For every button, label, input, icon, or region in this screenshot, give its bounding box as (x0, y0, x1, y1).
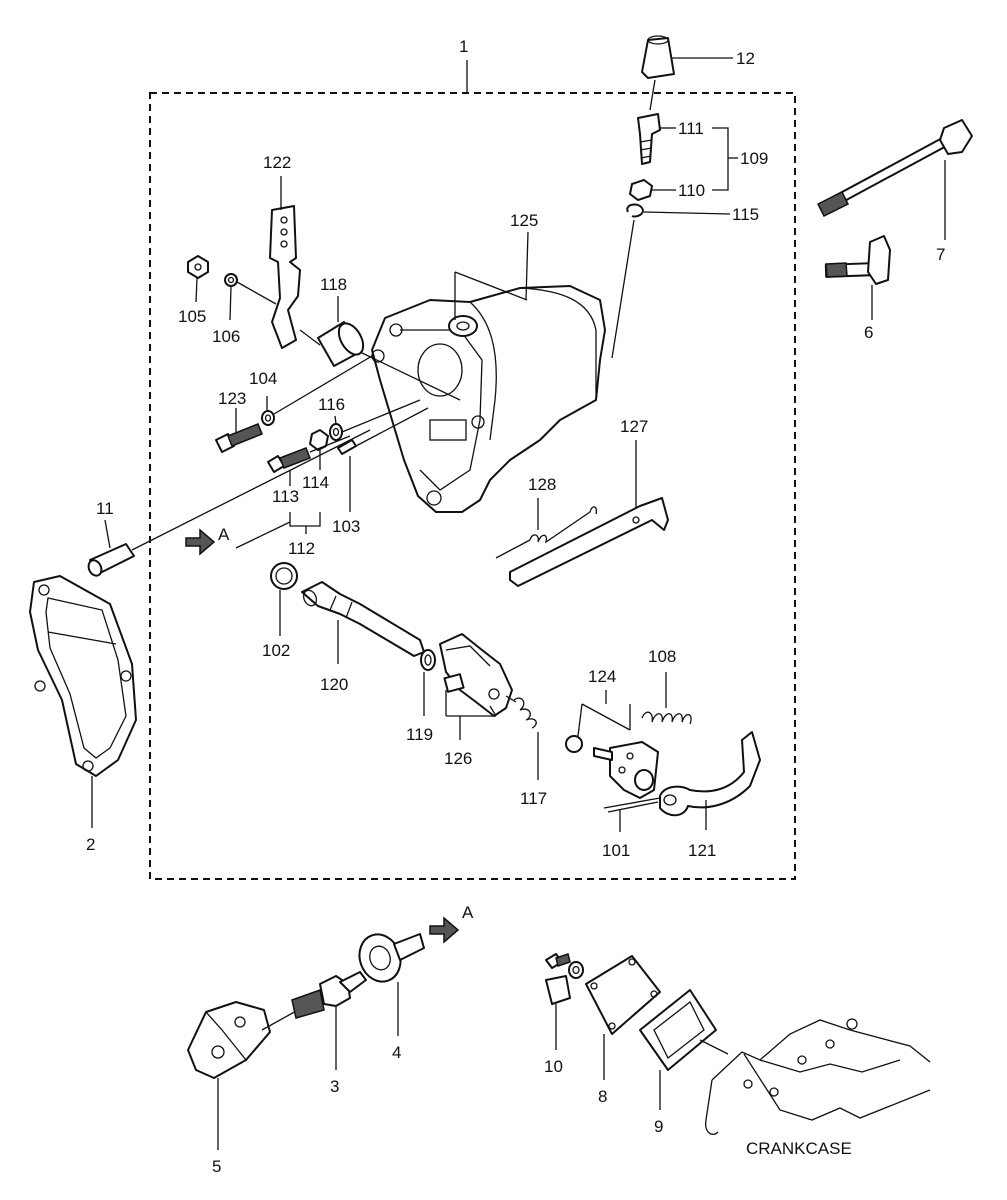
governor-housing[interactable] (371, 231, 606, 513)
part-label-12: 12 (736, 49, 755, 68)
crankcase-label: CRANKCASE (746, 1139, 852, 1158)
part-label-9: 9 (654, 1117, 663, 1136)
view-arrow (185, 528, 216, 556)
part-label-7: 7 (936, 245, 945, 264)
part-label-125: 125 (510, 211, 538, 230)
governor-lever-plate[interactable] (565, 690, 659, 799)
nut[interactable] (309, 429, 329, 470)
part-label-106: 106 (212, 327, 240, 346)
part-label-119: 119 (406, 725, 433, 744)
governor-shaft[interactable] (301, 581, 425, 664)
part-label-124: 124 (588, 667, 616, 686)
part-label-10: 10 (544, 1057, 563, 1076)
part-label-127: 127 (620, 417, 648, 436)
part-label-117: 117 (520, 789, 547, 808)
part-label-121: 121 (688, 841, 716, 860)
part-label-101: 101 (602, 841, 630, 860)
rod-end-cap[interactable] (86, 429, 371, 578)
governor-weight[interactable] (439, 633, 513, 740)
part-label-122: 122 (263, 153, 291, 172)
part-label-123: 123 (218, 389, 246, 408)
part-label-118: 118 (320, 275, 347, 294)
part-label-8: 8 (598, 1087, 607, 1106)
group-bracket-109 (712, 127, 738, 191)
bolt[interactable] (215, 408, 263, 453)
part-label-113: 113 (272, 487, 299, 506)
clip-ring[interactable] (611, 203, 731, 359)
crankcase-outline (705, 1018, 931, 1135)
part-label-126: 126 (444, 749, 472, 768)
hex-nut[interactable] (629, 179, 676, 201)
part-label-5: 5 (212, 1157, 221, 1176)
part-label-6: 6 (864, 323, 873, 342)
long-bolt[interactable] (816, 119, 973, 240)
arrow-label-a: A (218, 525, 230, 544)
lever-spring[interactable] (641, 672, 692, 725)
part-label-4: 4 (392, 1043, 401, 1062)
part-label-11: 11 (96, 499, 114, 518)
bolt[interactable] (824, 235, 891, 320)
gasket[interactable] (29, 575, 137, 828)
part-label-105: 105 (178, 307, 206, 326)
adjusting-screw[interactable] (637, 113, 676, 165)
view-arrow (429, 916, 460, 944)
bolt-washer-set[interactable] (545, 953, 584, 1050)
cotter-pin[interactable] (603, 797, 661, 832)
part-label-103: 103 (332, 517, 360, 536)
part-label-116: 116 (318, 395, 345, 414)
bushing[interactable] (299, 296, 461, 401)
governor-spindle[interactable] (291, 971, 367, 1070)
part-label-111: 111 (678, 119, 704, 138)
part-label-115: 115 (732, 205, 759, 224)
cap[interactable] (641, 35, 733, 111)
part-label-128: 128 (528, 475, 556, 494)
spring-pin[interactable] (337, 407, 429, 512)
flyweight-holder[interactable] (187, 1001, 299, 1150)
part-label-112: 112 (288, 539, 315, 558)
part-label-114: 114 (302, 473, 329, 492)
arrow-label-a-bottom: A (462, 903, 474, 922)
part-label-109: 109 (740, 149, 768, 168)
cover-plate[interactable] (585, 955, 661, 1080)
thrust-sleeve[interactable] (353, 929, 425, 1036)
part-label-108: 108 (648, 647, 676, 666)
washer[interactable] (224, 273, 277, 321)
nut[interactable] (187, 255, 209, 303)
part-label-1: 1 (459, 37, 468, 56)
throttle-plate[interactable] (509, 440, 669, 587)
bolt[interactable] (267, 435, 351, 486)
part-label-3: 3 (330, 1077, 339, 1096)
part-label-2: 2 (86, 835, 95, 854)
part-label-110: 110 (678, 181, 705, 200)
o-ring[interactable] (270, 562, 298, 636)
return-spring[interactable] (495, 498, 598, 559)
governor-link[interactable] (269, 176, 301, 349)
assembly-boundary (149, 60, 796, 880)
group-bracket-112 (235, 512, 321, 549)
washer[interactable] (261, 355, 373, 426)
part-label-102: 102 (262, 641, 290, 660)
cover-gasket[interactable] (639, 989, 729, 1110)
part-label-104: 104 (249, 369, 277, 388)
coil-spring[interactable] (505, 695, 539, 780)
snap-ring[interactable] (420, 649, 436, 716)
washer[interactable] (329, 399, 421, 441)
part-label-120: 120 (320, 675, 348, 694)
governor-lever-arm[interactable] (659, 731, 761, 830)
